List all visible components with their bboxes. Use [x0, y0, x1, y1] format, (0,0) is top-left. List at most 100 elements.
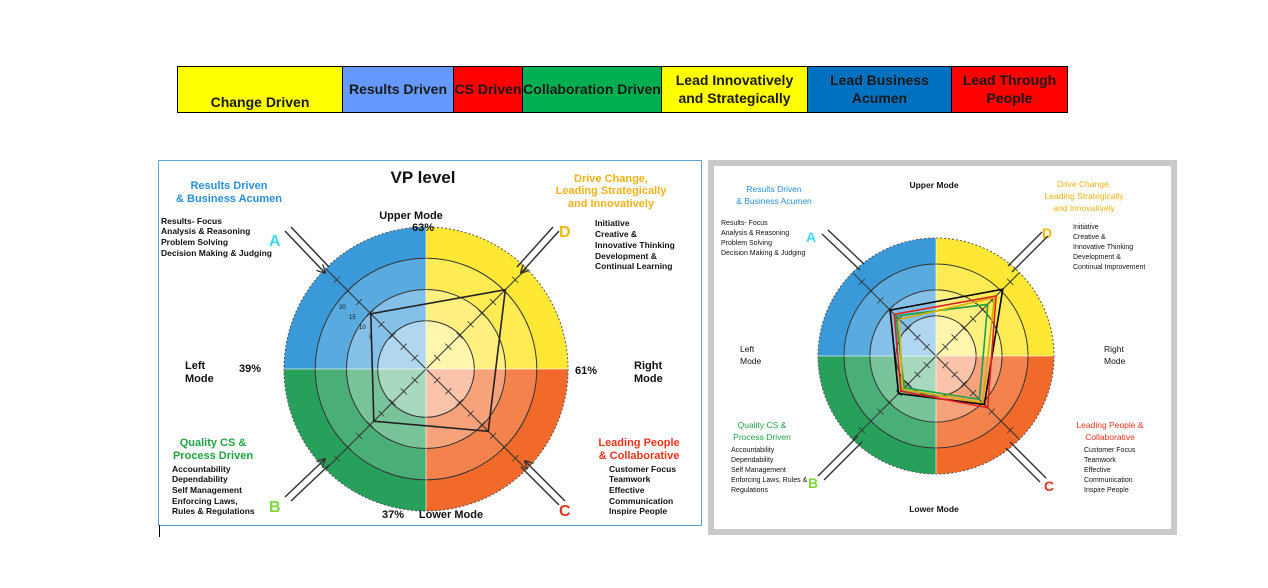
arrow-a-2b — [827, 229, 865, 265]
arrow-d-2 — [516, 226, 554, 268]
arrow-a-2 — [290, 226, 330, 268]
axis-tick — [500, 287, 508, 295]
b-item-3: Self Management — [172, 485, 242, 495]
d2-item-4: Development & — [1073, 254, 1121, 261]
d-item-4: Development & — [595, 251, 657, 261]
a2-item-1: Results- Focus — [721, 220, 768, 227]
axis-tick — [997, 417, 1005, 425]
axis-tick — [867, 417, 875, 425]
heading-b-line1: Quality CS & — [180, 437, 247, 449]
legend-lead-through-people: Lead Through People — [952, 67, 1067, 112]
c-item-5: Inspire People — [609, 506, 667, 516]
axis-tick — [445, 388, 452, 395]
d-item-2: Creative & — [595, 229, 637, 239]
axis-tick — [500, 443, 508, 451]
legend-bar: Change Driven Results Driven CS Driven C… — [177, 66, 1068, 113]
letter-a: A — [269, 233, 281, 250]
scale-15: 15 — [349, 315, 356, 321]
arrow-b-2b — [823, 441, 863, 481]
comparison-panel: Upper Mode Lower Mode Left Mode Right Mo… — [708, 160, 1177, 535]
axis-tick — [960, 380, 968, 388]
axis-tick — [941, 343, 949, 351]
heading-d-line3: and Innovatively — [568, 198, 655, 210]
d2-item-5: Continual Improvement — [1073, 264, 1145, 271]
a-item-2: Analysis & Reasoning — [161, 226, 250, 236]
axis-tick — [511, 454, 519, 462]
axis-tick — [923, 343, 931, 351]
heading-c2-line2: Collaborative — [1085, 432, 1135, 442]
axis-group — [284, 227, 568, 511]
heading-a-line1: Results Driven — [190, 180, 267, 192]
arrow-a — [284, 230, 325, 273]
axis-tick — [858, 278, 866, 286]
d2-item-2: Creative & — [1073, 234, 1106, 241]
arrow-d-2b — [1007, 231, 1043, 267]
axis-tick — [511, 276, 519, 284]
left-mode-2-line1: Left — [740, 344, 755, 354]
axis-tick — [400, 388, 407, 395]
axis-tick — [344, 443, 352, 451]
axis-tick — [877, 297, 884, 304]
c2-item-5: Inspire People — [1084, 487, 1129, 494]
b-item-4: Enforcing Laws, — [172, 496, 238, 506]
letter-c-2: C — [1044, 478, 1054, 494]
arrow-group-2 — [817, 229, 1049, 483]
arrow-group — [284, 226, 566, 506]
a2-item-4: Decision Making & Judging — [721, 250, 806, 257]
profile-shape-1 — [889, 288, 1004, 406]
c2-item-1: Customer Focus — [1084, 447, 1136, 454]
axis-tick — [478, 421, 486, 429]
upper-mode-label: Upper Mode — [379, 210, 443, 222]
axis-tick — [941, 361, 949, 369]
lower-mode-label: Lower Mode — [419, 509, 483, 521]
axis-tick — [344, 287, 352, 295]
b2-item-5: Regulations — [731, 487, 768, 494]
legend-lead-innovatively: Lead Innovatively and Strategically — [662, 67, 808, 112]
c2-item-3: Effective — [1084, 467, 1111, 474]
upper-mode-pct: 63% — [412, 222, 434, 234]
a2-item-3: Problem Solving — [721, 240, 772, 247]
d-item-5: Continual Learning — [595, 261, 672, 271]
axis-tick — [355, 298, 363, 306]
right-mode-pct: 61% — [575, 365, 597, 377]
legend-lead-business-acumen: Lead Business Acumen — [808, 67, 952, 112]
axis-tick — [467, 410, 474, 417]
legend-collaboration-driven: Collaboration Driven — [523, 67, 662, 112]
axis-tick — [355, 432, 363, 440]
arrow-d-2a — [1011, 235, 1049, 273]
axis-tick — [914, 371, 921, 378]
axis-tick — [858, 426, 866, 434]
right-mode-2-line1: Right — [1104, 344, 1124, 354]
axis-tick — [378, 321, 385, 328]
lower-mode-pct: 37% — [382, 509, 404, 521]
axis-tick — [400, 343, 407, 350]
axis-tick — [1006, 278, 1014, 286]
b2-item-3: Self Management — [731, 467, 786, 474]
axis-tick — [456, 399, 463, 406]
b-item-5: Rules & Regulations — [172, 506, 255, 516]
arrow-a-2a — [821, 233, 861, 271]
d-item-1: Initiative — [595, 218, 630, 228]
heading-b2-line1: Quality CS & — [738, 420, 787, 430]
c-item-2: Teamwork — [609, 474, 651, 484]
axis-tick — [411, 354, 419, 362]
axis-tick — [969, 389, 977, 397]
axis-tick — [433, 354, 441, 362]
left-mode-label-2: Mode — [185, 373, 214, 385]
left-mode-pct: 39% — [239, 363, 261, 375]
arrow-c-2 — [520, 466, 560, 506]
left-mode-label: Left — [185, 360, 206, 372]
arrow-b — [284, 459, 325, 498]
axis-tick — [988, 408, 995, 415]
b2-item-4: Enforcing Laws, Rules & — [731, 477, 808, 484]
c-item-3: Effective — [609, 485, 645, 495]
axis-tick — [923, 361, 931, 369]
axis-tick — [914, 334, 921, 341]
diagram-title: VP level — [391, 168, 456, 187]
right-mode-label: Right — [634, 360, 662, 372]
c2-item-2: Teamwork — [1084, 457, 1116, 464]
b2-item-1: Accountability — [731, 447, 775, 454]
c-item-4: Communication — [609, 496, 673, 506]
scale-5: 5 — [369, 335, 373, 341]
right-mode-2-line2: Mode — [1104, 356, 1126, 366]
